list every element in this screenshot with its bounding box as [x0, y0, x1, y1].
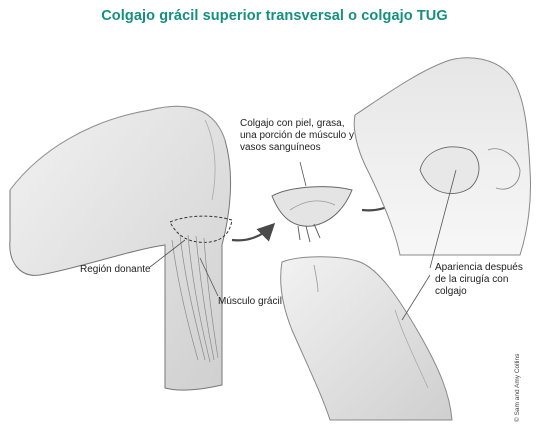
appearance-label: Apariencia después de la cirugía con col…: [435, 262, 535, 298]
flap-label-line-1: Colgajo con piel, grasa,: [240, 118, 360, 130]
arrow-to-flap: [232, 226, 272, 240]
flap-pointer: [300, 162, 306, 186]
appearance-label-line-2: de la cirugía con: [435, 274, 535, 286]
appearance-label-line-3: colgajo: [435, 286, 535, 298]
gracilis-label: Músculo grácil: [218, 296, 282, 308]
flap-label-line-3: vasos sanguíneos: [240, 142, 360, 154]
donor-region-label: Región donante: [80, 264, 151, 276]
appearance-label-line-1: Apariencia después: [435, 262, 535, 274]
flap-label-line-2: una porción de músculo y: [240, 130, 360, 142]
torso-figure: [354, 58, 530, 255]
flap-figure: [272, 187, 352, 242]
appearance-pointer-thigh: [402, 275, 430, 320]
donor-leg-figure: [10, 106, 232, 390]
copyright-credit: © Sam and Amy Collins: [514, 342, 526, 422]
flap-label: Colgajo con piel, grasa, una porción de …: [240, 118, 360, 154]
